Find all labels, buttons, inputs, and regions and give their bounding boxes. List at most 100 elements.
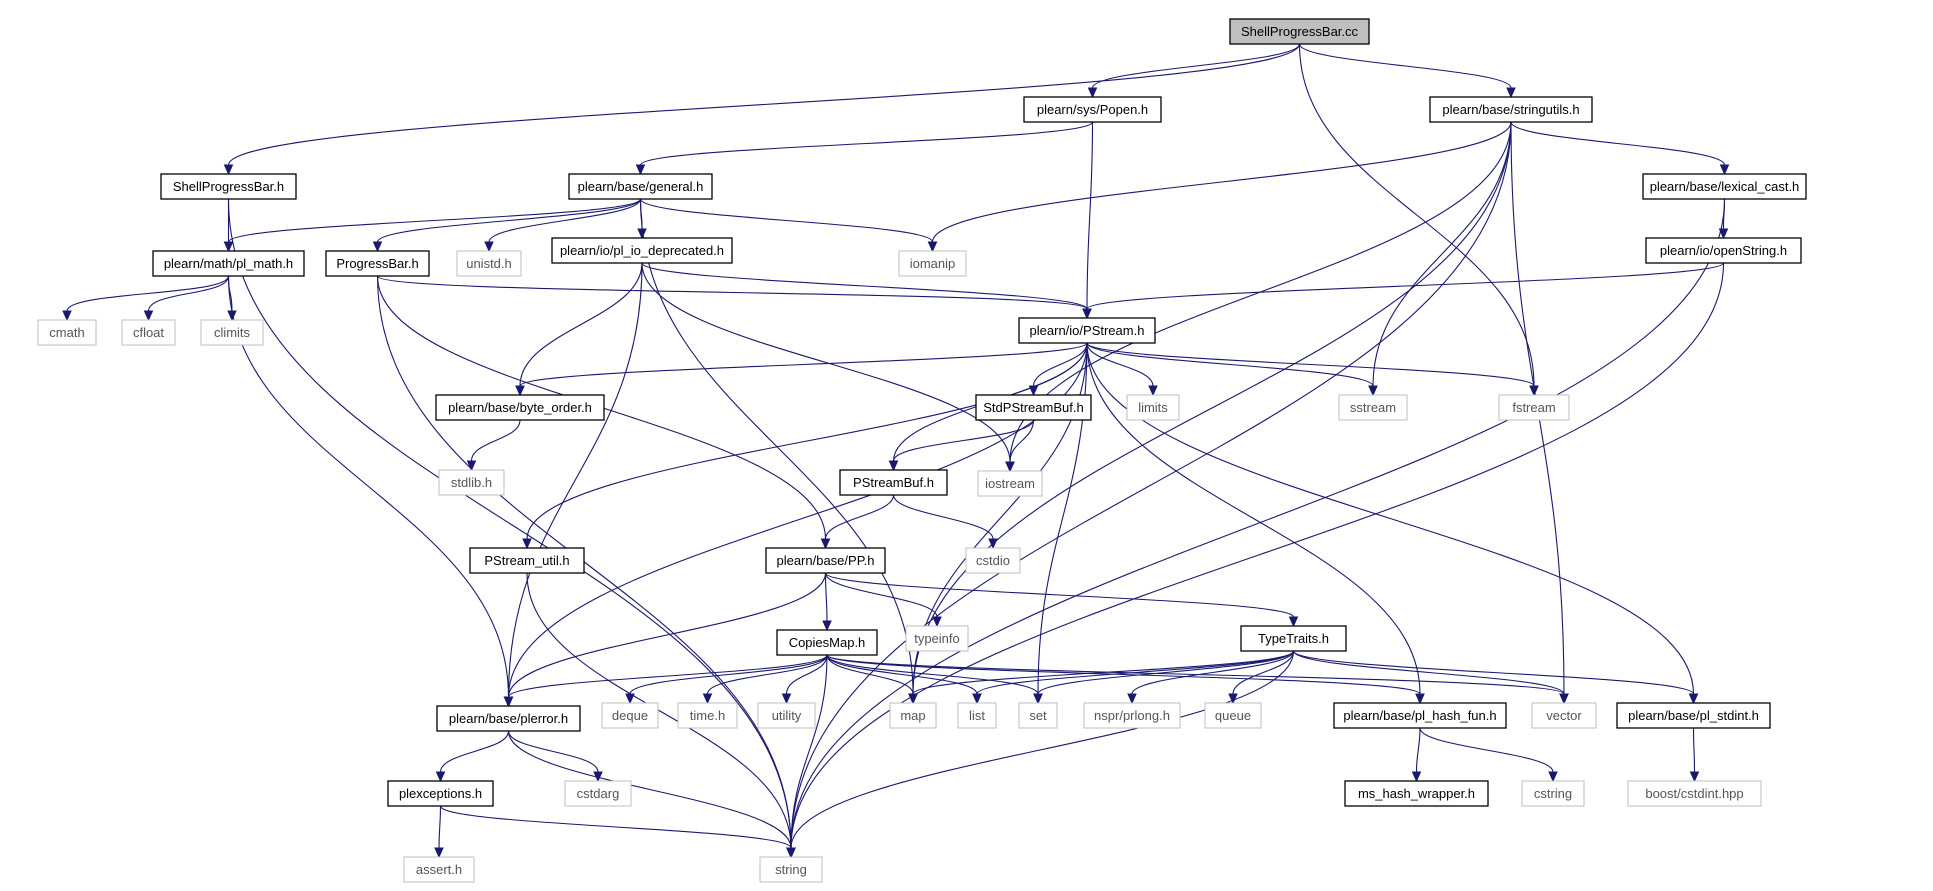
- edge-stdint-to-cstdint: [1689, 727, 1700, 783]
- node-box: [839, 469, 948, 496]
- edge-typetraits-to-set: [1033, 650, 1295, 705]
- edge-stringutils-to-iomanip: [927, 121, 1512, 253]
- node-root[interactable]: ShellProgressBar.cc: [1229, 18, 1370, 45]
- node-label: ShellProgressBar.h: [173, 179, 284, 194]
- node-openstring[interactable]: plearn/io/openString.h: [1645, 237, 1802, 264]
- node-box: [1531, 702, 1597, 729]
- node-list: list: [957, 702, 997, 729]
- node-label: plearn/base/general.h: [578, 179, 704, 194]
- node-assert: assert.h: [403, 856, 475, 883]
- node-box: [677, 702, 738, 729]
- node-hash_fun[interactable]: plearn/base/pl_hash_fun.h: [1333, 702, 1507, 729]
- node-box: [160, 173, 297, 200]
- edge-copiesmap-to-deque: [625, 654, 828, 705]
- edge-copiesmap-to-time: [702, 654, 828, 705]
- node-pstream[interactable]: plearn/io/PStream.h: [1018, 317, 1156, 344]
- node-cfloat: cfloat: [121, 319, 176, 346]
- edge-popen-to-pstream: [1082, 121, 1094, 320]
- node-box: [551, 237, 733, 264]
- node-label: boost/cstdint.hpp: [1645, 786, 1743, 801]
- node-popen[interactable]: plearn/sys/Popen.h: [1023, 96, 1162, 123]
- edge-plexceptions-to-string: [439, 805, 796, 859]
- node-pl_io_dep[interactable]: plearn/io/pl_io_deprecated.h: [551, 237, 733, 264]
- node-box: [1344, 780, 1489, 807]
- edge-pstream-to-limits: [1086, 342, 1158, 397]
- edge-hash_fun-to-cstring: [1419, 727, 1558, 783]
- node-copiesmap[interactable]: CopiesMap.h: [776, 629, 878, 656]
- edge-spb_h-to-string: [227, 198, 796, 859]
- edge-root-to-popen: [1087, 43, 1301, 99]
- node-box: [1627, 780, 1762, 807]
- node-box: [1240, 625, 1347, 652]
- edge-pp-to-copiesmap: [822, 572, 832, 632]
- node-box: [957, 702, 997, 729]
- edge-copiesmap-to-map: [826, 654, 918, 705]
- node-label: limits: [1138, 400, 1168, 415]
- node-box: [965, 547, 1021, 574]
- node-pstream_util[interactable]: PStream_util.h: [469, 547, 585, 574]
- edge-hash_fun-to-ms_hash: [1411, 727, 1422, 783]
- node-box: [568, 173, 713, 200]
- node-label: PStream_util.h: [484, 553, 569, 568]
- node-box: [977, 470, 1043, 497]
- node-label: utility: [772, 708, 802, 723]
- edge-typetraits-to-vector: [1292, 650, 1569, 705]
- node-box: [975, 394, 1092, 421]
- edge-pp-to-typetraits: [824, 572, 1299, 628]
- node-spb_h[interactable]: ShellProgressBar.h: [160, 173, 297, 200]
- node-box: [1498, 394, 1570, 421]
- node-cstdio: cstdio: [965, 547, 1021, 574]
- node-pl_math[interactable]: plearn/math/pl_math.h: [152, 250, 305, 277]
- node-pstreambuf[interactable]: PStreamBuf.h: [839, 469, 948, 496]
- edge-copiesmap-to-utility: [781, 654, 828, 705]
- node-progressbar[interactable]: ProgressBar.h: [325, 250, 430, 277]
- edge-typetraits-to-stdint: [1292, 650, 1699, 705]
- node-general[interactable]: plearn/base/general.h: [568, 173, 713, 200]
- edge-stringutils-to-lexical: [1510, 121, 1730, 176]
- node-lexical[interactable]: plearn/base/lexical_cast.h: [1642, 173, 1807, 200]
- node-box: [325, 250, 430, 277]
- node-ms_hash[interactable]: ms_hash_wrapper.h: [1344, 780, 1489, 807]
- edge-pp-to-typeinfo: [824, 572, 942, 628]
- edge-popen-to-general: [635, 121, 1094, 176]
- node-label: cstdarg: [577, 786, 620, 801]
- node-stdint[interactable]: plearn/base/pl_stdint.h: [1616, 702, 1771, 729]
- edge-typetraits-to-map: [908, 650, 1295, 705]
- node-plexceptions[interactable]: plexceptions.h: [387, 780, 494, 807]
- node-byte_order[interactable]: plearn/base/byte_order.h: [435, 394, 605, 421]
- node-label: iomanip: [910, 256, 956, 271]
- node-box: [889, 702, 937, 729]
- node-stdpstreambuf[interactable]: StdPStreamBuf.h: [975, 394, 1092, 421]
- edge-pl_math-to-cfloat: [143, 275, 230, 322]
- edge-pstreambuf-to-pp: [820, 494, 895, 550]
- edge-pstream-to-byte_order: [515, 342, 1088, 397]
- edge-pstream-to-sstream: [1086, 342, 1378, 397]
- node-plerror[interactable]: plearn/base/plerror.h: [436, 705, 581, 732]
- node-stringutils[interactable]: plearn/base/stringutils.h: [1429, 96, 1593, 123]
- node-prlong: nspr/prlong.h: [1083, 702, 1181, 729]
- node-typetraits[interactable]: TypeTraits.h: [1240, 625, 1347, 652]
- node-map: map: [889, 702, 937, 729]
- node-box: [469, 547, 585, 574]
- node-box: [1126, 394, 1180, 421]
- node-box: [1204, 702, 1262, 729]
- node-label: plearn/base/pl_stdint.h: [1628, 708, 1759, 723]
- node-cstdint: boost/cstdint.hpp: [1627, 780, 1762, 807]
- edge-general-to-pl_io_dep: [637, 198, 647, 240]
- node-label: nspr/prlong.h: [1094, 708, 1170, 723]
- node-box: [905, 625, 969, 652]
- edge-pstream-to-pstream_util: [522, 342, 1088, 550]
- node-box: [200, 319, 264, 346]
- node-label: TypeTraits.h: [1258, 631, 1329, 646]
- node-box: [438, 469, 505, 496]
- node-box: [601, 702, 659, 729]
- node-label: list: [969, 708, 985, 723]
- node-label: unistd.h: [466, 256, 512, 271]
- edge-root-to-stringutils: [1298, 43, 1516, 99]
- node-box: [1333, 702, 1507, 729]
- node-label: queue: [1215, 708, 1251, 723]
- node-box: [757, 702, 816, 729]
- node-pp[interactable]: plearn/base/PP.h: [765, 547, 886, 574]
- node-box: [1521, 780, 1585, 807]
